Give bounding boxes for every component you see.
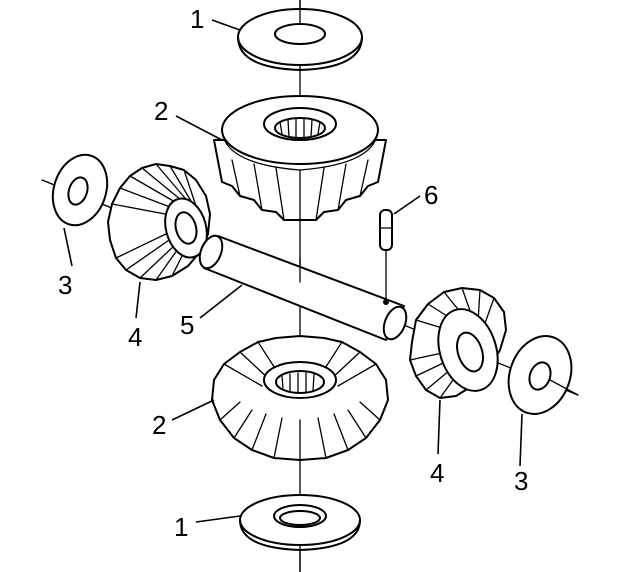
- pinion-gear-right: [409, 287, 507, 399]
- callout-6: 6: [424, 180, 438, 210]
- leader-lines: [63, 19, 523, 523]
- side-gear-bottom: [211, 335, 389, 461]
- callout-3-left: 3: [58, 270, 72, 300]
- callout-1-bottom: 1: [174, 512, 188, 542]
- callout-4-left: 4: [128, 322, 142, 352]
- pinion-gear-left: [107, 163, 211, 281]
- thrust-washer-right: [507, 335, 579, 415]
- callout-2-bottom: 2: [152, 410, 166, 440]
- side-gear-top: [213, 95, 387, 221]
- callout-1-top: 1: [190, 4, 204, 34]
- lock-pin: [379, 209, 393, 305]
- washer-bottom: [239, 494, 361, 572]
- callout-2-top: 2: [154, 96, 168, 126]
- thrust-washer-left: [51, 153, 109, 227]
- callout-4-right: 4: [430, 458, 444, 488]
- pinion-shaft: [198, 234, 408, 341]
- callout-3-right: 3: [514, 466, 528, 496]
- callout-5: 5: [180, 310, 194, 340]
- washer-top: [237, 0, 363, 71]
